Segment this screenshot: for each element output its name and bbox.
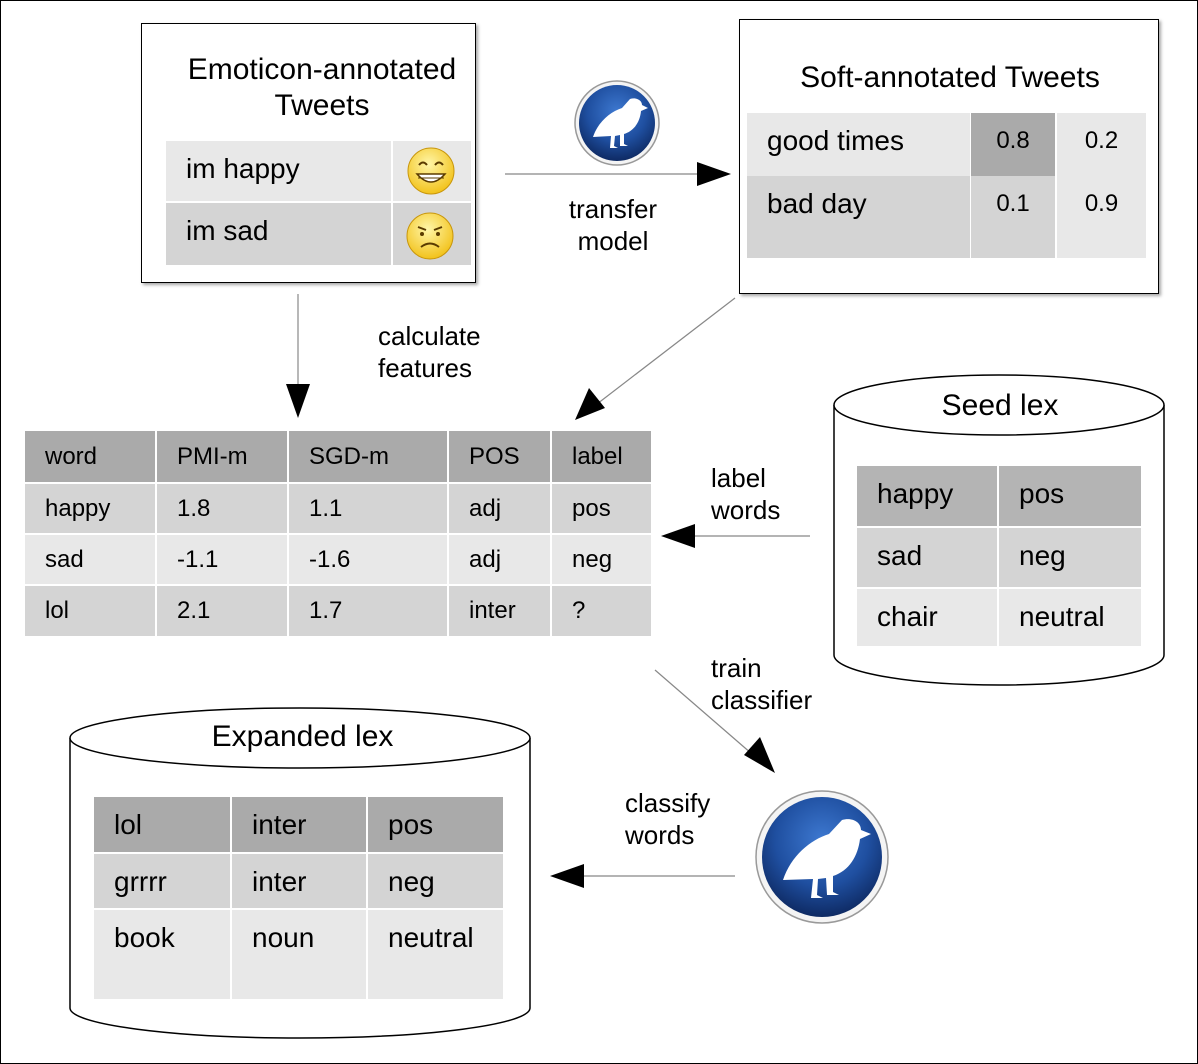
- bird-logo-icon: [574, 80, 660, 166]
- soft-row-2-text: bad day: [747, 176, 970, 258]
- feature-cell: happy: [25, 484, 155, 533]
- arrowhead-label: [661, 524, 695, 548]
- seed-lex-cell: happy: [857, 466, 997, 526]
- expanded-lex-cell: lol: [94, 797, 230, 852]
- expanded-lex-cell: pos: [368, 797, 503, 852]
- feature-cell: 1.7: [289, 586, 447, 636]
- arrow-soft-to-features: [596, 297, 736, 405]
- feature-cell: adj: [449, 535, 550, 584]
- feature-cell: pos: [552, 484, 651, 533]
- feature-cell: 1.8: [157, 484, 287, 533]
- expanded-lex-title: Expanded lex: [211, 720, 394, 753]
- edge-label-calculate-features: calculate features: [378, 321, 481, 383]
- feature-cell: -1.1: [157, 535, 287, 584]
- feature-header-word: word: [25, 431, 155, 482]
- feature-cell: inter: [449, 586, 550, 636]
- feature-cell: 2.1: [157, 586, 287, 636]
- soft-row-1-p1: 0.8: [971, 113, 1055, 176]
- edge-label-train-classifier: train classifier: [711, 653, 813, 715]
- feature-cell: ?: [552, 586, 651, 636]
- frowning-face-icon: [406, 212, 454, 260]
- feature-cell: sad: [25, 535, 155, 584]
- emoticon-tweets-title: Emoticon-annotated Tweets: [187, 53, 457, 122]
- feature-header-sgd: SGD-m: [289, 431, 447, 482]
- soft-row-2-p1: 0.1: [971, 176, 1055, 258]
- feature-header-label: label: [552, 431, 651, 482]
- feature-cell: adj: [449, 484, 550, 533]
- grinning-face-icon: [407, 147, 455, 195]
- bird-logo-icon: [755, 790, 889, 924]
- expanded-lex-cell: neutral: [368, 910, 503, 999]
- seed-lex-cell: neutral: [999, 589, 1141, 646]
- expanded-lex-cell: grrrr: [94, 854, 230, 908]
- expanded-lex-cell: noun: [232, 910, 366, 999]
- arrowhead-soft: [575, 388, 605, 420]
- arrowhead-features: [286, 384, 310, 418]
- feature-cell: lol: [25, 586, 155, 636]
- expanded-lex-cell: book: [94, 910, 230, 999]
- soft-row-1-p2: 0.2: [1057, 113, 1146, 176]
- expanded-lex-cell: inter: [232, 797, 366, 852]
- edge-label-classify-words: classify words: [625, 788, 711, 850]
- expanded-lex-cell: inter: [232, 854, 366, 908]
- feature-cell: -1.6: [289, 535, 447, 584]
- edge-label-transfer-model: transfer model: [568, 194, 658, 256]
- arrow-train-classifier: [654, 669, 753, 755]
- seed-lex-cell: sad: [857, 528, 997, 587]
- soft-tweets-title: Soft-annotated Tweets: [800, 61, 1100, 94]
- feature-cell: neg: [552, 535, 651, 584]
- seed-lex-cell: neg: [999, 528, 1141, 587]
- arrowhead-transfer: [697, 162, 731, 186]
- emoticon-row-2-text: im sad: [166, 203, 391, 265]
- edge-label-label-words: label words: [711, 463, 781, 525]
- seed-lex-cell: pos: [999, 466, 1141, 526]
- seed-lex-title: Seed lex: [941, 389, 1059, 422]
- feature-header-pos: POS: [449, 431, 550, 482]
- emoticon-row-1-text: im happy: [166, 141, 391, 201]
- soft-row-1-text: good times: [747, 113, 970, 176]
- arrowhead-train: [744, 737, 775, 773]
- seed-lex-cell: chair: [857, 589, 997, 646]
- feature-header-pmi: PMI-m: [157, 431, 287, 482]
- feature-cell: 1.1: [289, 484, 447, 533]
- arrowhead-classify: [550, 864, 584, 888]
- expanded-lex-cell: neg: [368, 854, 503, 908]
- soft-row-2-p2: 0.9: [1057, 176, 1146, 258]
